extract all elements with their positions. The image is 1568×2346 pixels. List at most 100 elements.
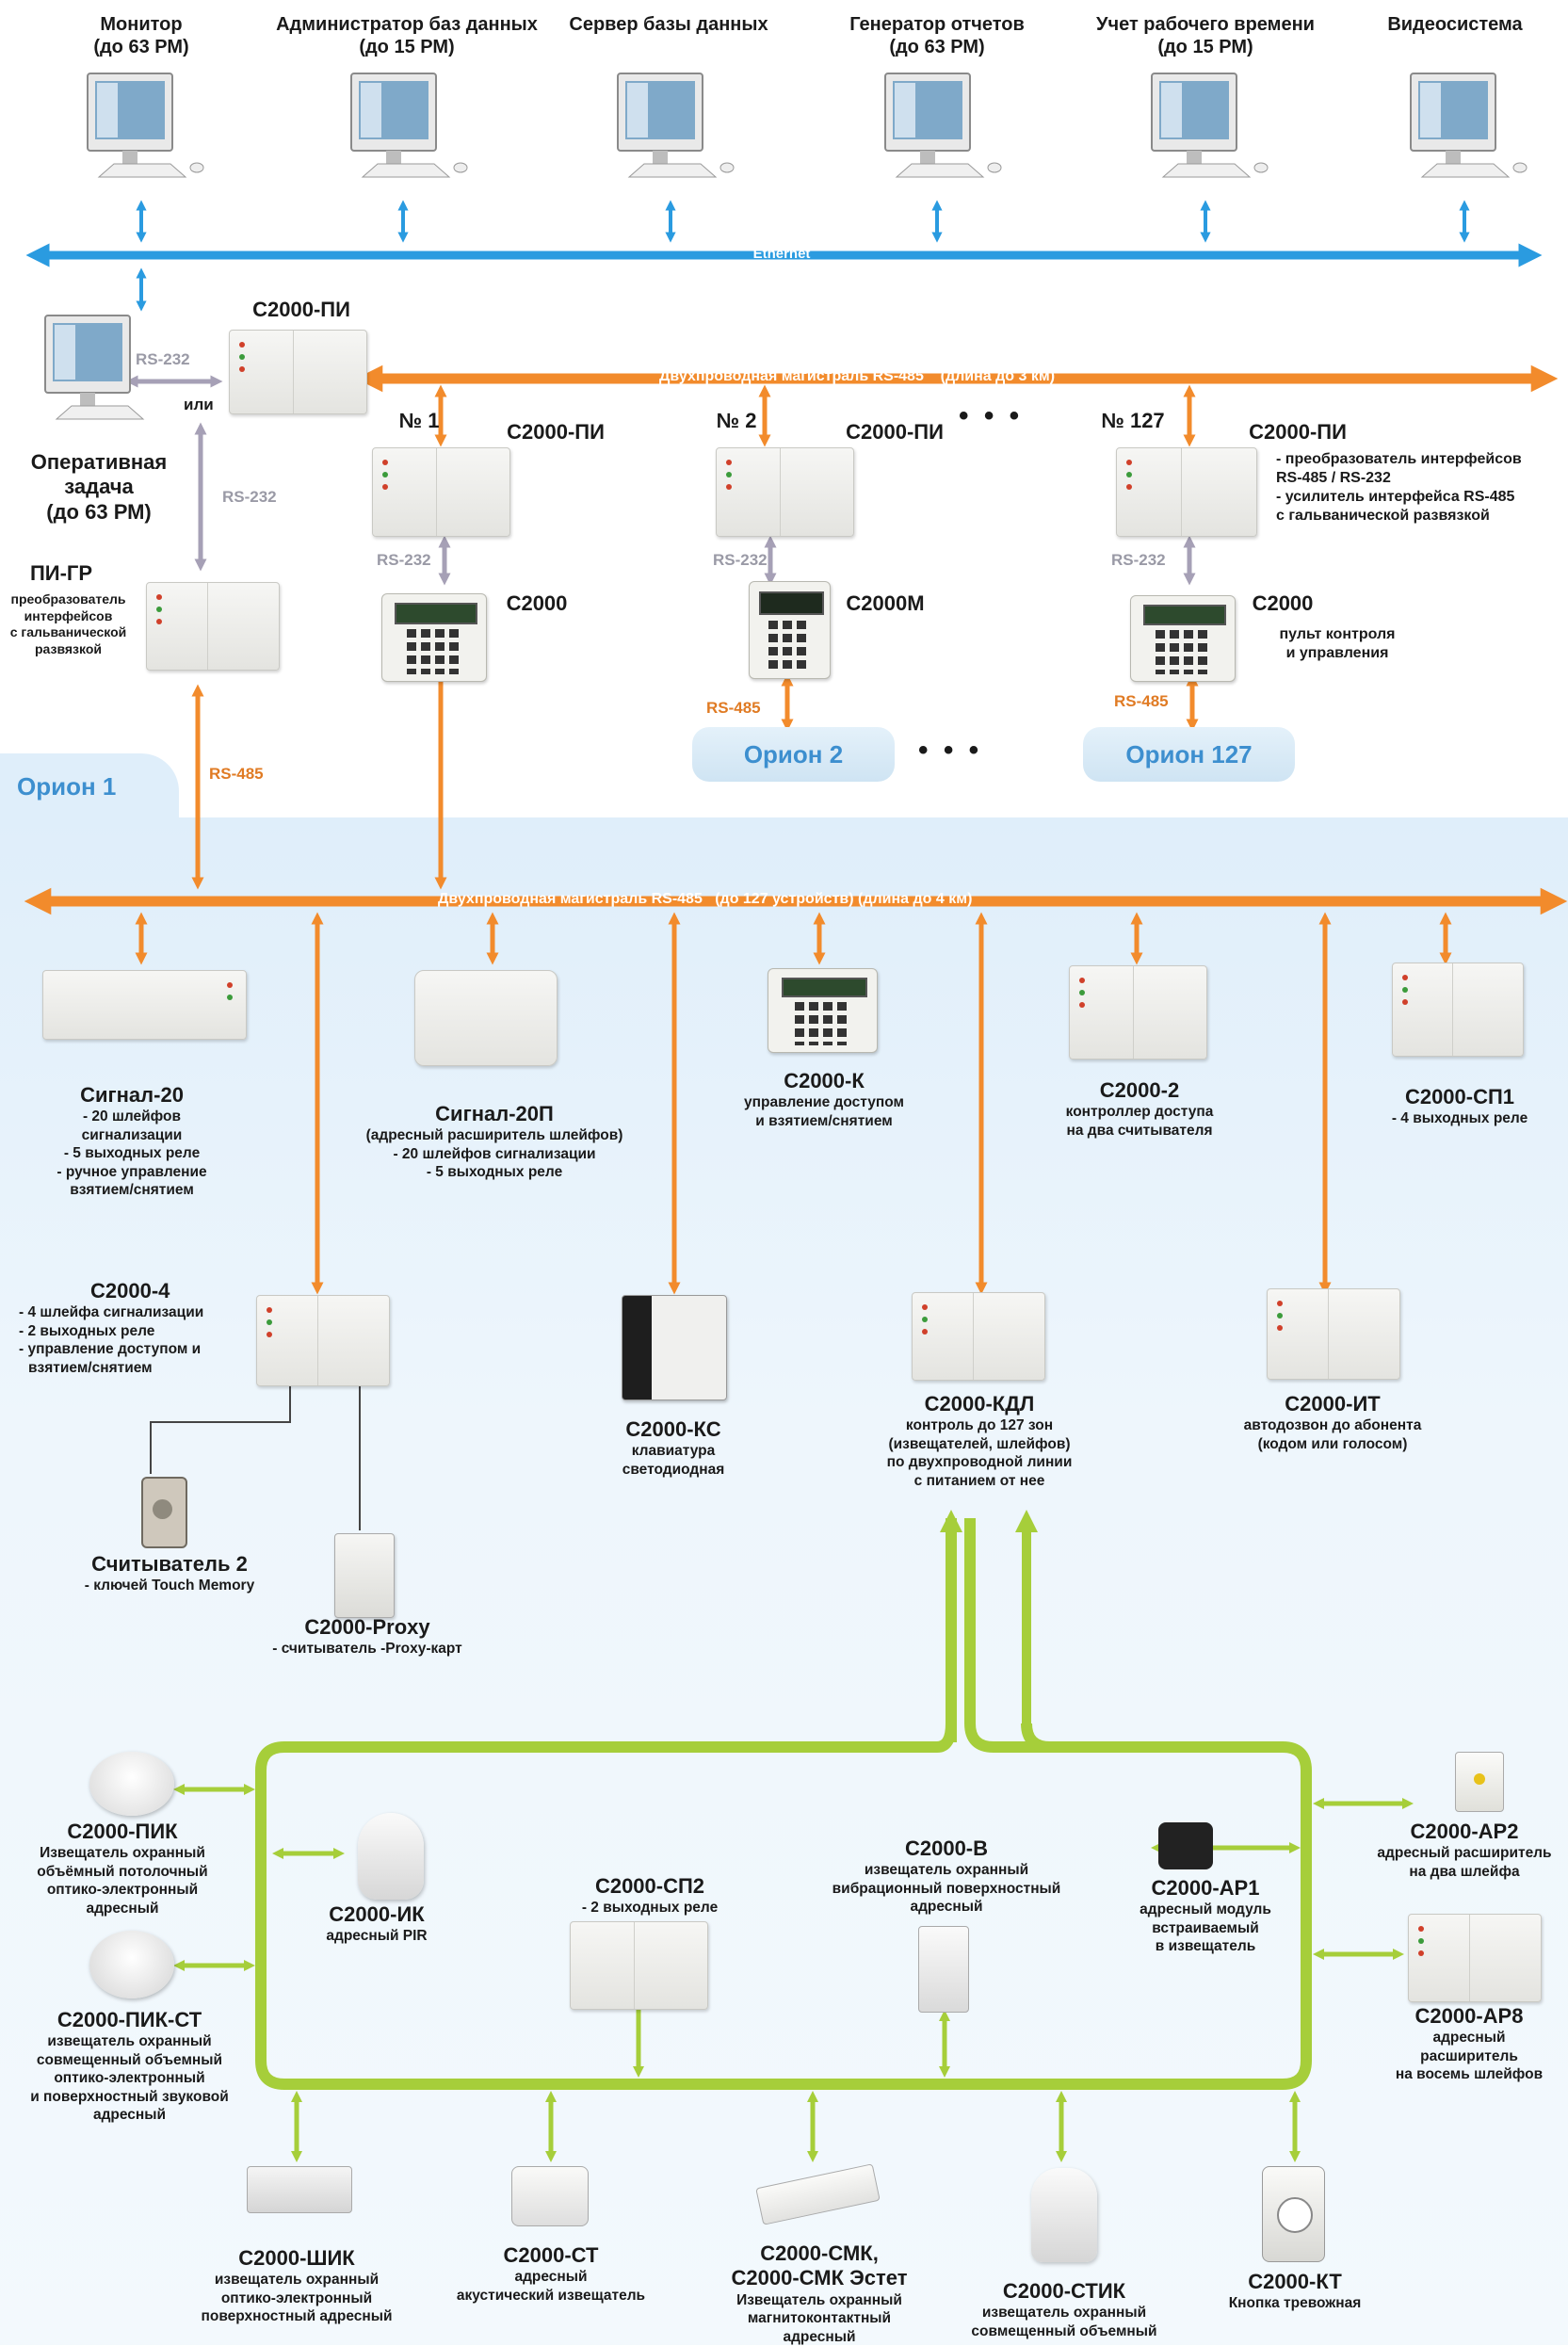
shik-sensor [247,2166,352,2213]
signal20p-device [414,970,558,1066]
kdl-loop-entries [939,1509,1039,1728]
c2000ks-d: клавиатура [631,1443,716,1460]
ar2-device [1455,1752,1504,1812]
cb-sensor [918,1926,969,2013]
c2000kdl-block: С2000-КДЛ контроль до 127 зон (извещател… [848,1392,1111,1490]
operative-l2: задача [64,475,134,499]
smk-title: С2000-СМК, [760,2241,879,2265]
pikst-d: оптико-электронный [54,2070,205,2087]
signal20-title: Сигнал-20 [80,1083,184,1107]
pi-desc-line: RS-485 / RS-232 [1276,470,1391,486]
ws-time-tracking: Учет рабочего времени(до 15 РМ) [1069,13,1342,58]
signal20p-d: - 5 выходных реле [426,1164,563,1181]
branch-1-number: № 1 [398,409,440,432]
c2000it-d: (кодом или голосом) [1257,1435,1408,1452]
c2000sp1-d: - 4 выходных реле [1391,1110,1528,1127]
c2000it-title: С2000-ИТ [1285,1392,1381,1416]
signal20-d: взятием/снятием [70,1181,194,1198]
c20004-d: - 2 выходных реле [19,1322,155,1339]
rs232-label-a: RS-232 [136,350,190,368]
sp2-d: - 2 выходных реле [581,1900,719,1917]
branch-127-c2000-keypad [1130,595,1236,682]
branch-1-pi-device [372,447,510,537]
rs232-label-b2: RS-232 [713,551,768,569]
branch-1-c2000-keypad [381,593,487,682]
c2000ks-title: С2000-КС [625,1417,721,1441]
pik-block: С2000-ПИК Извещатель охранный объёмный п… [9,1820,235,1917]
ws-video: Видеосистема [1356,13,1554,36]
st-d: адресный [514,2269,588,2286]
ws-title: Генератор отчетов [849,14,1025,35]
rs485-main-bus-label-a: Двухпроводная магистраль RS-485 [438,891,703,907]
c20002-title: С2000-2 [1099,1078,1180,1102]
c20002-device [1069,965,1207,1060]
c2000it-d: автодозвон до абонента [1243,1417,1422,1434]
kt-d: Кнопка тревожная [1228,2295,1362,2312]
c2000kdl-d: (извещателей, шлейфов) [888,1435,1071,1452]
pi-desc-line: - усилитель интерфейса RS-485 [1276,489,1515,505]
ar2-d: адресный расширитель [1377,1845,1552,1862]
stik-d: извещатель охранный [981,2305,1147,2322]
orion1-tab [0,753,179,829]
ws-sub: (до 15 РМ) [359,37,455,57]
smk-d: магнитоконтактный [747,2310,892,2327]
stik-sensor [1031,2168,1097,2262]
pikst-title: С2000-ПИК-СТ [57,2008,202,2031]
c2000sp1-block: С2000-СП1 - 4 выходных реле [1356,1085,1563,1128]
ws-report-gen: Генератор отчетов(до 63 РМ) [819,13,1055,58]
signal20-block: Сигнал-20 - 20 шлейфов сигнализации - 5 … [19,1083,245,1199]
dpls-loop [255,1518,1312,2090]
rs485-top-bus-label-b: (длина до 3 км) [940,368,1056,384]
cb-d: извещатель охранный [864,1862,1029,1879]
rs485-drops-top [191,384,1199,890]
proxy-block: С2000-Proxy - считыватель -Proxy-карт [226,1615,509,1658]
c2000k-d: и взятием/снятием [755,1112,893,1129]
cb-d: вибрационный поверхностный [832,1880,1061,1897]
branch-2-pi-device [716,447,854,537]
ws-monitor: Монитор(до 63 РМ) [57,13,226,58]
st-d: акустический извещатель [456,2287,646,2304]
shik-d: извещатель охранный [214,2272,380,2289]
ws-sub: (до 15 РМ) [1157,37,1253,57]
pigr-d2: интерфейсов [24,607,113,623]
c20002-d: контроллер доступа [1065,1104,1214,1121]
kt-title: С2000-КТ [1248,2270,1342,2293]
pik-title: С2000-ПИК [67,1820,178,1843]
signal20p-d: - 20 шлейфов сигнализации [393,1145,596,1162]
orion-127-bubble: Орион 127 [1083,727,1295,782]
rs485-label-pigr: RS-485 [209,765,264,783]
c20004-device [256,1295,390,1386]
signal20-d: - 20 шлейфов [82,1108,182,1125]
pikst-d: и поверхностный звуковой [30,2088,229,2105]
rs232-links [125,375,1196,586]
c2000kdl-device [912,1292,1045,1381]
branch-2-c2000m-keypad [749,581,831,679]
signal20p-block: Сигнал-20П (адресный расширитель шлейфов… [334,1102,655,1182]
workstation-computers [44,73,1528,420]
c2000pi-main-title: С2000-ПИ [252,298,350,321]
proxy-reader [334,1533,395,1618]
pik-d: оптико-электронный [46,1882,199,1899]
pigr-title: ПИ-ГР [29,561,93,585]
orion-1-label: Орион 1 [17,772,117,801]
ar1-d: адресный модуль [1140,1901,1271,1918]
smk-d: адресный [783,2328,856,2345]
ar1-module [1158,1822,1213,1869]
branch-127-pi-title: С2000-ПИ [1249,420,1347,444]
pigr-d1: преобразователь [10,591,126,607]
branch-ellipsis-top: • • • [959,400,1024,431]
c20002-d: на два считывателя [1066,1122,1213,1139]
ar8-d: на восемь шлейфов [1395,2066,1544,2083]
ar8-block: С2000-АР8 адресный расширитель на восемь… [1370,2004,1568,2084]
pik-d: объёмный потолочный [37,1863,208,1880]
branch-1-c2000-title: С2000 [506,591,568,615]
c2000kdl-d: с питанием от нее [913,1472,1045,1489]
shik-d: поверхностный адресный [201,2308,393,2325]
pigr-d3: с гальванической [9,624,127,639]
branch-127-pi-desc: - преобразователь интерфейсов RS-485 / R… [1276,450,1559,526]
operative-l3: (до 63 РМ) [46,499,152,524]
ws-title: Учет рабочего времени [1096,14,1315,35]
ar1-block: С2000-АР1 адресный модуль встраиваемый в… [1107,1876,1304,1956]
pigr-d4: развязкой [35,640,102,656]
branch-127-c2000-desc: пульт контроля и управления [1262,625,1413,663]
